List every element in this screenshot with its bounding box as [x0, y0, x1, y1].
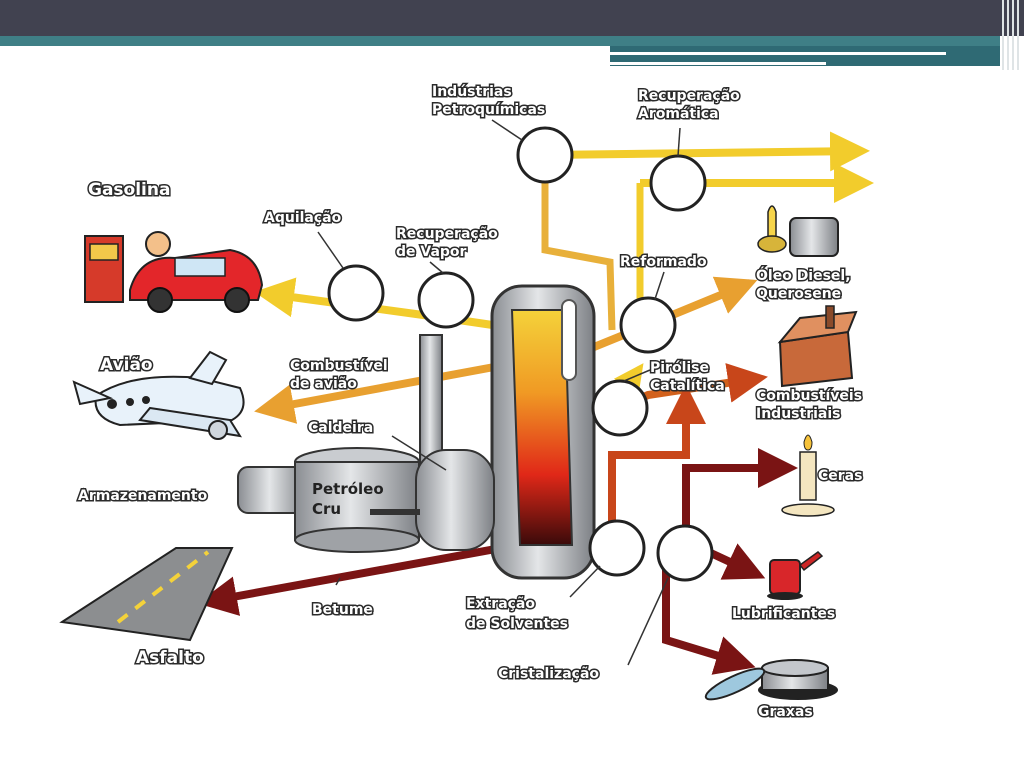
label-comb-aviao-line1: Combustível [290, 358, 388, 374]
storage-and-boiler [237, 334, 495, 553]
label-oleo-line2: Querosene [756, 286, 841, 302]
label-recup-vapor-line1: Recuperação [396, 226, 498, 242]
label-recup-arom-line2: Aromática [638, 106, 719, 122]
label-extracao-line2: de Solventes [466, 616, 568, 632]
grease-tin-illustration [704, 659, 838, 701]
label-comb-ind-line1: Combustíveis [756, 388, 862, 404]
label-comb-ind-line2: Industriais [756, 406, 840, 422]
label-cristalizacao: Cristalização [498, 666, 599, 682]
airplane-illustration [72, 350, 245, 440]
label-extracao-line1: Extração [466, 596, 535, 612]
arrow-asfalto [197, 536, 546, 616]
slide-corner-bars [1000, 0, 1024, 70]
label-comb-aviao-line2: de avião [290, 376, 357, 392]
label-leaders [317, 119, 681, 666]
label-aviao: Avião [100, 355, 153, 375]
label-recup-arom-line1: Recuperação [638, 88, 740, 104]
slide-header-bar [0, 0, 1024, 36]
label-gasolina: Gasolina [88, 180, 170, 200]
crates-illustration [777, 305, 858, 388]
node-petroquimicas [516, 126, 574, 184]
arrow-petroquimicas [544, 131, 870, 172]
arrow-ceras [682, 448, 798, 548]
node-aquilacao [327, 264, 385, 322]
label-industrias-line2: Petroquímicas [432, 102, 545, 118]
label-industrias-line1: Indústrias [432, 84, 512, 100]
node-recup-vapor [417, 271, 475, 329]
node-pirolise [591, 379, 649, 437]
process-nodes [327, 126, 714, 582]
label-petroleo-line2: Cru [312, 500, 341, 518]
label-recup-vapor-line2: de Vapor [396, 244, 467, 260]
slide-accent-band-right [610, 46, 1000, 66]
label-pirolise-line1: Pirólise [650, 360, 709, 376]
node-reformado [619, 296, 677, 354]
slide-accent-band [0, 36, 1000, 46]
label-graxas: Graxas [758, 704, 813, 720]
accent-line-2 [606, 62, 826, 65]
kerosene-lamp-illustration [757, 205, 839, 257]
label-pirolise-line2: Catalítica [650, 378, 725, 394]
arrow-comb-industriais [608, 384, 706, 545]
road-illustration [59, 547, 234, 642]
arrow-aviao [254, 361, 506, 424]
pipe-petroquimicas-down [541, 155, 616, 331]
label-armazenamento: Armazenamento [78, 488, 208, 504]
label-aquilacao: Aquilação [264, 210, 342, 226]
label-asfalto: Asfalto [136, 648, 204, 668]
label-lubrificantes: Lubrificantes [732, 606, 835, 622]
accent-line-1 [606, 52, 946, 55]
node-aromatica [649, 154, 707, 212]
label-oleo-line1: Óleo Diesel, [756, 266, 851, 284]
node-extracao [588, 519, 646, 577]
candle-illustration [781, 434, 835, 517]
node-cristalizacao [656, 524, 714, 582]
distillation-tower [490, 284, 596, 580]
label-reformado: Reformado [620, 254, 707, 270]
diagram-labels: Indústrias Petroquímicas Recuperação Aro… [77, 83, 864, 722]
label-petroleo-line1: Petróleo [312, 480, 384, 498]
label-caldeira: Caldeira [308, 420, 373, 436]
car-gas-pump-illustration [84, 231, 264, 313]
label-ceras: Ceras [818, 468, 862, 484]
label-betume: Betume [312, 602, 373, 618]
oil-can-illustration [767, 551, 824, 600]
